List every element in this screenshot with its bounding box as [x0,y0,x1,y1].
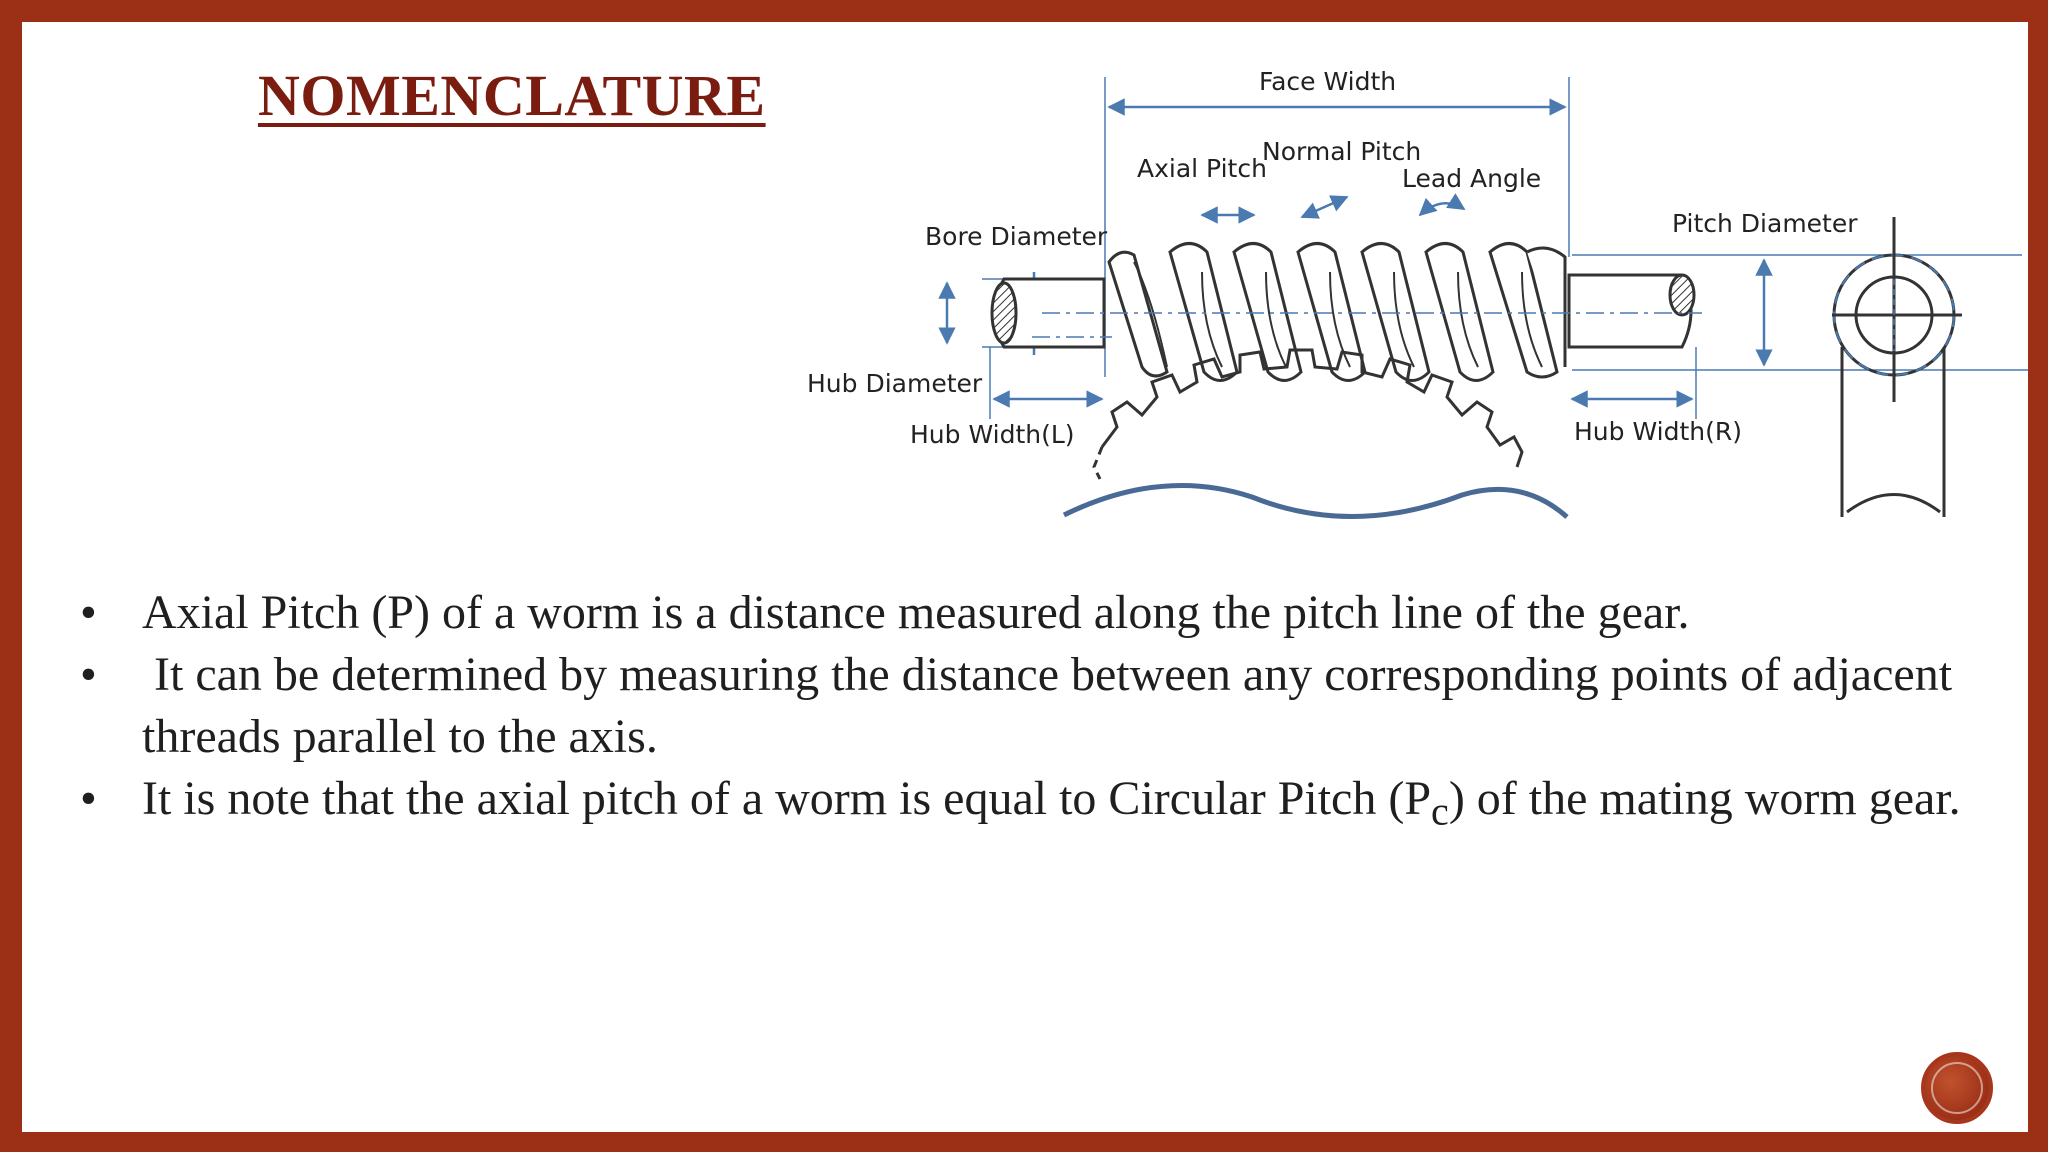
diagram-labels: Face Width Axial Pitch Normal Pitch Lead… [807,67,1858,449]
slide-title: NOMENCLATURE [258,63,766,128]
bullet-item: • It is note that the axial pitch of a w… [80,768,2028,843]
worm-gear [1062,348,1569,519]
label-hub-diameter: Hub Diameter [807,369,983,398]
bullet-item: • Axial Pitch (P) of a worm is a distanc… [80,582,2028,644]
bullet-text: It can be determined by measuring the di… [142,648,1965,763]
label-hub-width-r: Hub Width(R) [1574,417,1742,446]
end-view [1832,217,1962,517]
bullet-symbol: • [80,772,97,825]
label-hub-width-l: Hub Width(L) [910,420,1075,449]
bullet-list: • Axial Pitch (P) of a worm is a distanc… [80,582,2028,843]
bullet-text: Axial Pitch (P) of a worm is a distance … [142,586,1690,639]
worm-gear-diagram: Face Width Axial Pitch Normal Pitch Lead… [807,67,2028,519]
worm-thread-backs [1133,261,1543,368]
center-axis [1032,312,1702,338]
worm-threads [1107,242,1567,382]
label-lead-angle: Lead Angle [1402,164,1541,193]
bullet-item: • It can be determined by measuring the … [80,644,2028,768]
label-axial-pitch: Axial Pitch [1137,154,1267,183]
label-pitch-diameter: Pitch Diameter [1672,209,1858,238]
normal-pitch-arrow [1300,195,1349,219]
bullet-symbol: • [80,648,97,701]
label-normal-pitch: Normal Pitch [1262,137,1421,166]
label-face-width: Face Width [1259,67,1396,96]
lead-angle-arc [1418,193,1466,217]
bullet-text: ) of the mating worm gear. [1448,772,1961,825]
slide-badge-logo [1921,1052,1993,1124]
label-bore-diameter: Bore Diameter [925,222,1108,251]
bullet-text: It is note that the axial pitch of a wor… [142,772,1432,825]
bullet-subscript: c [1431,788,1449,834]
bullet-symbol: • [80,586,97,639]
